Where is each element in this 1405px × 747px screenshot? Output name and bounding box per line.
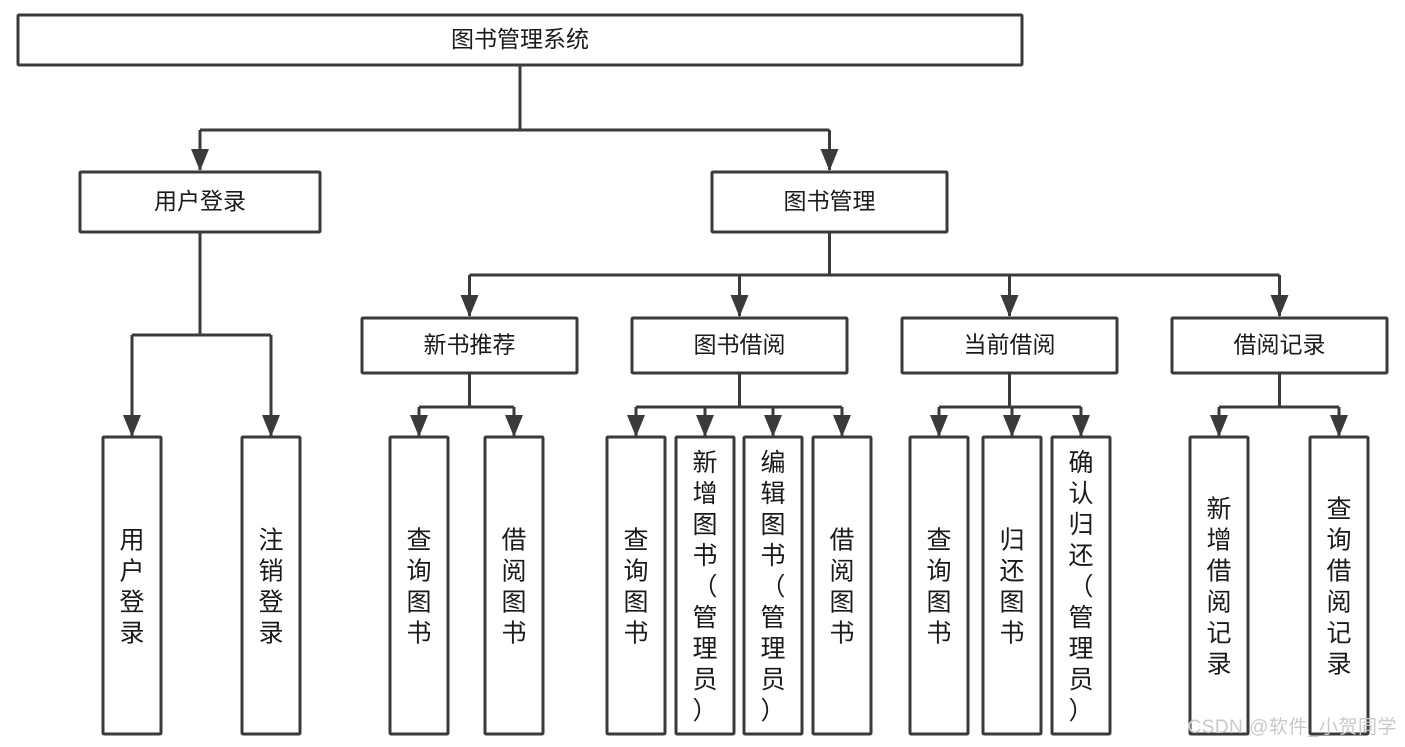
node-label: 新增借阅记录 [1206,495,1231,678]
node-box [605,435,667,736]
node-label: 图书借阅 [694,332,786,358]
node-box [742,435,804,736]
root-node-book-management-system[interactable]: 图书管理系统 [16,13,1024,67]
leaf-node-0[interactable]: 用户登录 [101,435,163,736]
node-box [1308,435,1370,736]
leaf-node-3[interactable]: 借阅图书 [483,435,545,736]
node-box [981,435,1043,736]
node-box [674,435,736,736]
leaf-node-1[interactable]: 注销登录 [240,435,302,736]
leaf-node-5[interactable]: 新增图书（管理员） [674,435,736,736]
connector-layer [123,65,1348,437]
node-box [101,435,163,736]
level3-node-0[interactable]: 新书推荐 [360,316,579,375]
node-label: 查询图书 [623,526,648,647]
node-box [388,435,450,736]
node-box [360,316,579,375]
node-label: 确认归还（管理员） [1068,449,1093,725]
level3-node-3[interactable]: 借阅记录 [1170,316,1389,375]
watermark-text: CSDN @软件_小贺同学 [1187,717,1397,738]
node-label: 注销登录 [258,526,283,647]
node-label: 借阅记录 [1234,332,1326,358]
node-label: 编辑图书（管理员） [760,449,785,725]
node-label: 用户登录 [119,526,144,647]
leaf-node-12[interactable]: 查询借阅记录 [1308,435,1370,736]
node-label: 归还图书 [999,526,1024,647]
node-box [1170,316,1389,375]
node-box [630,316,849,375]
node-label: 当前借阅 [964,332,1056,358]
node-label: 查询图书 [406,526,431,647]
node-label: 查询图书 [926,526,951,647]
level2-node-1[interactable]: 图书管理 [710,170,949,234]
node-label: 图书管理 [784,188,876,214]
leaf-node-8[interactable]: 查询图书 [908,435,970,736]
leaf-node-6[interactable]: 编辑图书（管理员） [742,435,804,736]
level3-node-2[interactable]: 当前借阅 [900,316,1119,375]
leaf-node-7[interactable]: 借阅图书 [811,435,873,736]
leaf-node-4[interactable]: 查询图书 [605,435,667,736]
node-box [811,435,873,736]
node-label: 借阅图书 [501,526,526,647]
node-label: 查询借阅记录 [1326,495,1351,678]
node-label: 借阅图书 [829,526,854,647]
level3-node-1[interactable]: 图书借阅 [630,316,849,375]
node-layer: 图书管理系统用户登录图书管理新书推荐图书借阅当前借阅借阅记录用户登录注销登录查询… [16,13,1389,736]
level2-node-0[interactable]: 用户登录 [78,170,322,234]
leaf-node-10[interactable]: 确认归还（管理员） [1050,435,1112,736]
node-box [16,13,1024,67]
node-box [483,435,545,736]
node-box [908,435,970,736]
node-box [1050,435,1112,736]
node-box [240,435,302,736]
node-label: 新增图书（管理员） [692,449,717,725]
leaf-node-2[interactable]: 查询图书 [388,435,450,736]
leaf-node-9[interactable]: 归还图书 [981,435,1043,736]
node-label: 用户登录 [154,188,246,214]
node-box [900,316,1119,375]
node-box [710,170,949,234]
node-box [78,170,322,234]
node-box [1188,435,1250,736]
leaf-node-11[interactable]: 新增借阅记录 [1188,435,1250,736]
node-label: 图书管理系统 [451,26,589,52]
node-label: 新书推荐 [424,332,516,358]
